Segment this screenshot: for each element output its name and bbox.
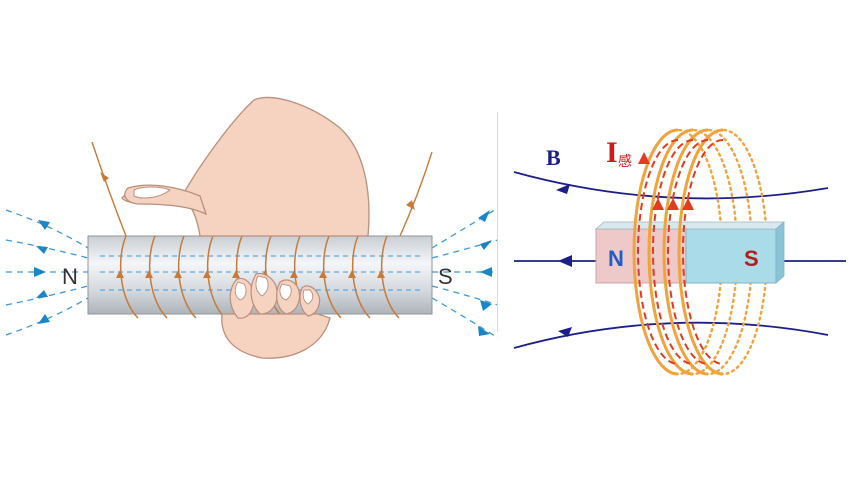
current-arrow <box>406 200 415 210</box>
field-arrow <box>36 246 48 254</box>
lead-wire-left <box>91 141 127 237</box>
coil-turn <box>351 235 371 319</box>
left-field-lines <box>5 209 89 336</box>
field-arrow <box>36 290 48 298</box>
solenoid-svg: N S <box>5 96 499 359</box>
field-arrow <box>480 267 492 277</box>
coil-rings-front <box>632 128 724 376</box>
coil-ring <box>647 128 694 376</box>
fingernail <box>255 275 269 297</box>
field-arrow <box>478 326 490 336</box>
field-arrow <box>478 210 490 222</box>
pole-north-label: N <box>62 264 78 289</box>
coil-turn <box>206 235 226 319</box>
fingernail <box>302 289 314 305</box>
lead-wire-right <box>399 151 433 237</box>
fingernail <box>234 281 247 301</box>
field-arrow <box>38 314 50 324</box>
coil-turn <box>380 235 400 319</box>
induced-current-arrows <box>638 152 694 210</box>
coil-ring <box>632 128 679 376</box>
coil-turn <box>119 235 139 319</box>
field-label-b: B <box>546 145 561 170</box>
magnet-south-half <box>685 228 777 284</box>
field-arrow <box>480 300 492 311</box>
field-arrow <box>38 220 50 230</box>
field-line-bottom <box>513 321 829 349</box>
induction-svg: N S B I 感 <box>513 128 846 376</box>
current-arrow <box>100 172 109 182</box>
field-arrow <box>480 240 492 250</box>
magnet-top-face <box>594 221 786 230</box>
induction-diagram: N S B I 感 <box>500 0 860 484</box>
field-line-arrows <box>556 184 572 337</box>
field-arrow <box>34 267 46 277</box>
current-label-subscript: 感 <box>618 153 632 170</box>
panel-divider <box>497 112 498 332</box>
lead-wires <box>91 141 433 237</box>
magnet-side-face <box>775 221 785 284</box>
magnet-north-label: N <box>608 246 624 271</box>
coil-ring <box>662 128 709 376</box>
coil-turn <box>322 235 342 319</box>
solenoid-hand-diagram: N S <box>5 96 499 359</box>
coil-current-arrows <box>116 270 385 278</box>
pole-south-label: S <box>438 264 453 289</box>
fingernail <box>279 283 292 301</box>
magnet-south-label: S <box>744 246 759 271</box>
coil-turn <box>148 235 168 319</box>
coil-ring <box>677 128 724 376</box>
current-label-i: I <box>606 136 618 169</box>
right-field-arrows <box>478 210 492 336</box>
coil-turn <box>177 235 197 319</box>
induced-current-lines <box>637 139 724 365</box>
right-field-lines <box>431 207 499 339</box>
right-hand <box>121 96 370 359</box>
curled-fingers <box>221 313 331 359</box>
field-line-top <box>513 171 829 200</box>
left-field-arrows <box>34 220 50 324</box>
thumbnail <box>133 186 171 199</box>
magnet-north-half <box>595 228 687 284</box>
palm <box>121 96 370 237</box>
